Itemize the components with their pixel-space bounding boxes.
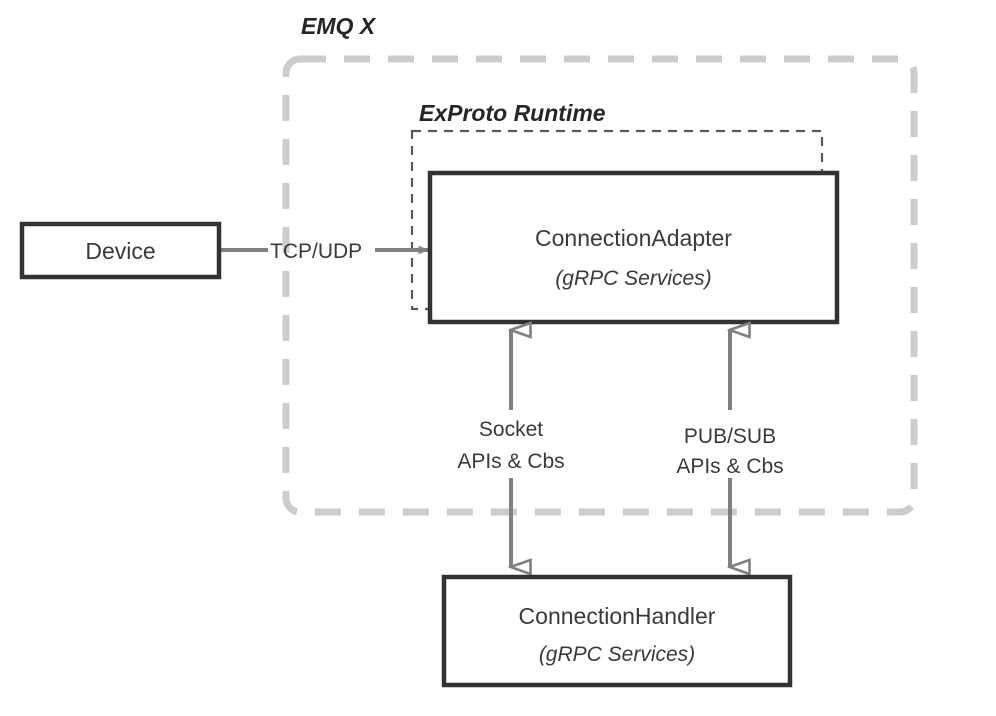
node-connection-handler-subtitle: (gRPC Services) <box>539 643 695 666</box>
edge-label-socket-line2: APIs & Cbs <box>457 450 564 473</box>
node-connection-adapter-subtitle: (gRPC Services) <box>555 267 711 290</box>
node-device-title: Device <box>85 238 155 264</box>
edge-label-pubsub-line1: PUB/SUB <box>684 425 776 448</box>
edge-label-tcp-udp: TCP/UDP <box>270 240 362 263</box>
node-connection-adapter-title: ConnectionAdapter <box>535 225 732 251</box>
group-exproto-label: ExProto Runtime <box>419 100 606 126</box>
node-connection-handler[interactable]: ConnectionHandler (gRPC Services) <box>441 574 793 688</box>
group-emqx: EMQ X <box>282 13 918 516</box>
node-connection-handler-title: ConnectionHandler <box>519 603 716 629</box>
edge-label-socket-line1: Socket <box>479 418 543 441</box>
node-device[interactable]: Device <box>19 221 222 280</box>
edge-device-to-adapter: TCP/UDP <box>220 240 429 263</box>
group-emqx-label: EMQ X <box>301 13 377 39</box>
edge-label-pubsub-line2: APIs & Cbs <box>676 455 783 478</box>
node-connection-adapter-box[interactable] <box>427 170 840 325</box>
edge-pubsub-apis: PUB/SUB APIs & Cbs <box>676 330 784 567</box>
edge-socket-apis: Socket APIs & Cbs <box>457 330 565 567</box>
group-emqx-border <box>282 55 918 516</box>
node-connection-handler-box[interactable] <box>441 574 793 688</box>
node-connection-adapter[interactable]: ConnectionAdapter (gRPC Services) <box>427 170 840 325</box>
node-device-box[interactable] <box>19 221 222 280</box>
